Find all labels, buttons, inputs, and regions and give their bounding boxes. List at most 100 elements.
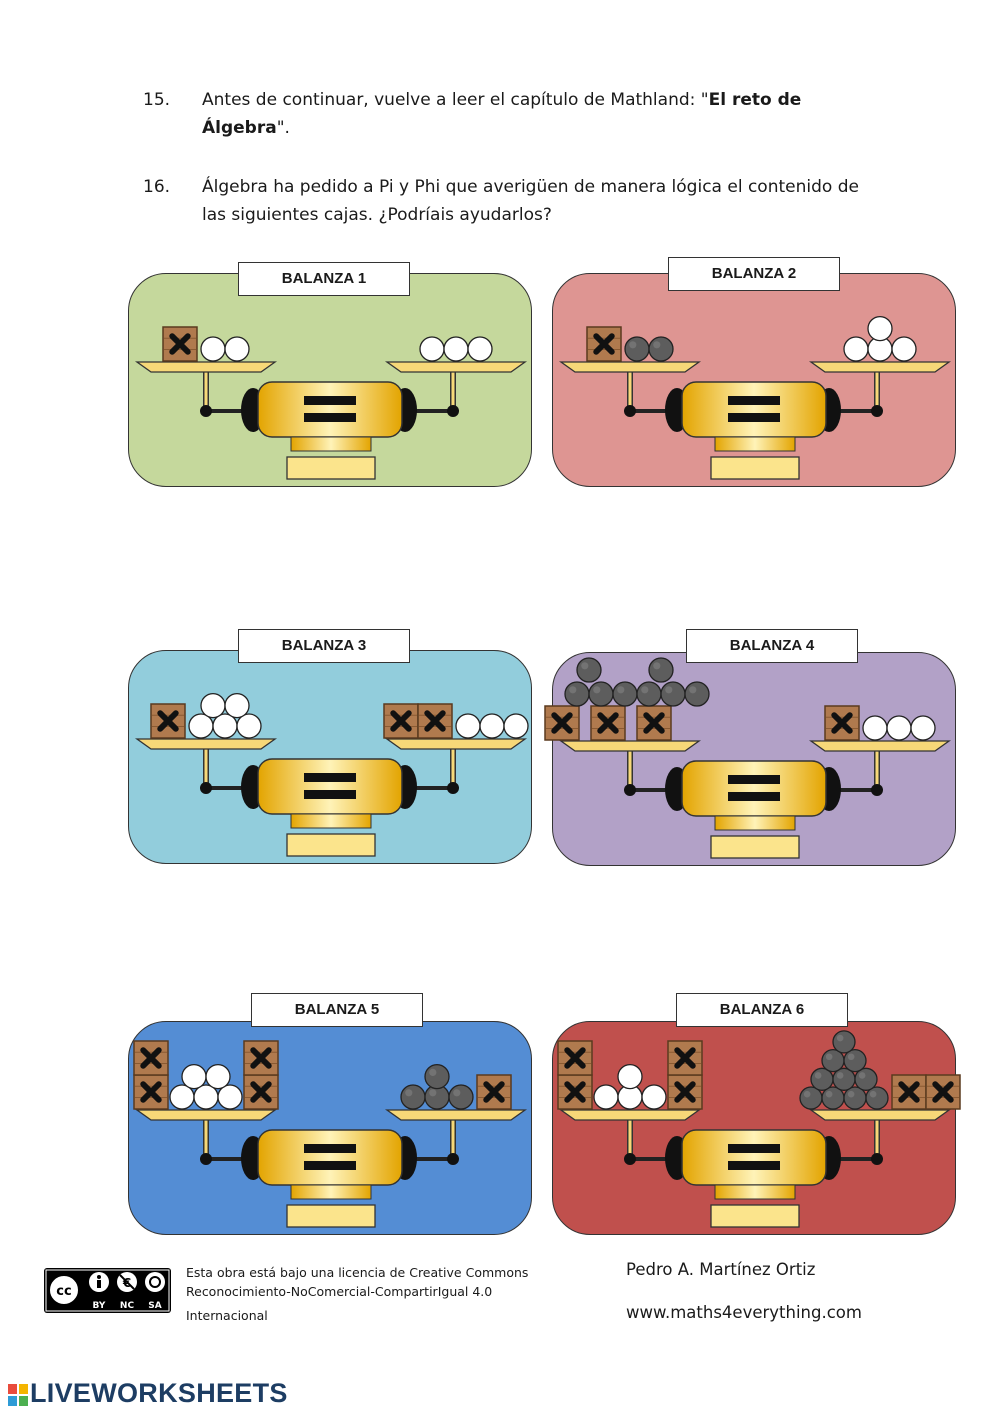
- white-ball-icon: [617, 1063, 643, 1090]
- scale-pan: [134, 1109, 278, 1121]
- box-icon: [557, 1074, 593, 1110]
- box-icon: [636, 705, 672, 741]
- equals-icon: [728, 396, 780, 405]
- box-icon: [383, 703, 419, 739]
- balance-panel-4: [544, 652, 956, 866]
- scale-pan: [134, 738, 278, 750]
- white-ball-icon: [593, 1084, 619, 1110]
- scale-pan: [384, 361, 528, 373]
- badge-by: BY: [93, 1301, 106, 1311]
- scale-body: [257, 758, 403, 815]
- balance-scale: [134, 692, 529, 857]
- gray-ball-icon: [648, 657, 674, 683]
- gray-ball-icon: [564, 681, 590, 707]
- question-number: 15.: [143, 90, 171, 110]
- scale-base: [710, 835, 800, 859]
- white-ball-icon: [886, 715, 912, 741]
- pivot-icon: [871, 1153, 883, 1165]
- equals-icon: [728, 1144, 780, 1153]
- box-icon: [925, 1074, 961, 1110]
- scale-pan: [558, 1109, 702, 1121]
- white-ball-icon: [224, 336, 250, 362]
- box-icon: [667, 1074, 703, 1110]
- box-icon: [133, 1040, 169, 1076]
- equals-icon: [304, 773, 356, 782]
- cc-license-badge[interactable]: cc € BY NC SA: [44, 1268, 171, 1313]
- author-name: Pedro A. Martínez Ortiz: [626, 1260, 816, 1279]
- gray-ball-icon: [684, 681, 710, 707]
- scale-body: [681, 1129, 827, 1186]
- pivot-icon: [447, 782, 459, 794]
- question-number: 16.: [143, 177, 171, 197]
- svg-text:cc: cc: [56, 1284, 71, 1299]
- pivot-icon: [624, 405, 636, 417]
- scale-pan: [384, 1109, 528, 1121]
- balance-panel-1: [128, 273, 532, 487]
- pivot-icon: [447, 405, 459, 417]
- pivot-icon: [871, 784, 883, 796]
- balance-scale: [133, 1040, 528, 1228]
- scale-neck: [714, 1184, 796, 1200]
- equals-icon: [728, 1161, 780, 1170]
- svg-text:€: €: [122, 1276, 131, 1290]
- scale-neck: [714, 436, 796, 452]
- white-ball-icon: [843, 336, 869, 362]
- scale-base: [286, 1204, 376, 1228]
- scale-body: [681, 381, 827, 438]
- white-ball-icon: [479, 713, 505, 739]
- scale-pan: [558, 740, 702, 752]
- box-icon: [150, 703, 186, 739]
- scale-body: [257, 1129, 403, 1186]
- pivot-icon: [200, 405, 212, 417]
- liveworksheets-logo-icon: [8, 1384, 28, 1406]
- pivot-icon: [200, 782, 212, 794]
- liveworksheets-brand[interactable]: LIVEWORKSHEETS: [30, 1378, 288, 1408]
- white-ball-icon: [200, 692, 226, 719]
- equals-icon: [304, 396, 356, 405]
- balance-panel-5: [128, 1021, 532, 1235]
- box-icon: [586, 326, 622, 362]
- equals-icon: [304, 1144, 356, 1153]
- website-link[interactable]: www.maths4everything.com: [626, 1303, 862, 1322]
- balance-label-1: BALANZA 1: [238, 262, 410, 296]
- balance-panel-3: [128, 650, 532, 864]
- equals-icon: [728, 775, 780, 784]
- box-icon: [667, 1040, 703, 1076]
- equals-icon: [304, 790, 356, 799]
- chapter-title: El reto de Álgebra: [202, 90, 802, 138]
- white-ball-icon: [224, 692, 250, 719]
- balance-label-4: BALANZA 4: [686, 629, 858, 663]
- scale-pan: [558, 361, 702, 373]
- box-icon: [891, 1074, 927, 1110]
- balance-scale: [134, 326, 528, 480]
- balance-scale: [544, 657, 952, 859]
- equals-icon: [304, 1161, 356, 1170]
- scale-body: [681, 760, 827, 817]
- white-ball-icon: [467, 336, 493, 362]
- balance-scale: [557, 1030, 961, 1228]
- scale-pan: [808, 740, 952, 752]
- equals-icon: [728, 792, 780, 801]
- white-ball-icon: [443, 336, 469, 362]
- scale-pan: [384, 738, 528, 750]
- gray-ball-icon: [400, 1084, 426, 1110]
- scale-neck: [714, 815, 796, 831]
- box-icon: [557, 1040, 593, 1076]
- scale-body: [257, 381, 403, 438]
- white-ball-icon: [200, 336, 226, 362]
- box-icon: [417, 703, 453, 739]
- gray-ball-icon: [832, 1030, 856, 1054]
- gray-ball-icon: [424, 1063, 450, 1090]
- scale-base: [710, 456, 800, 480]
- pivot-icon: [871, 405, 883, 417]
- white-ball-icon: [910, 715, 936, 741]
- pivot-icon: [624, 784, 636, 796]
- balance-label-2: BALANZA 2: [668, 257, 840, 291]
- balance-panel-6: [552, 1021, 961, 1235]
- cc-icons: cc € BY NC SA: [45, 1269, 170, 1312]
- equals-icon: [728, 413, 780, 422]
- balance-label-6: BALANZA 6: [676, 993, 848, 1027]
- white-ball-icon: [867, 315, 893, 342]
- white-ball-icon: [181, 1063, 207, 1090]
- scale-neck: [290, 813, 372, 829]
